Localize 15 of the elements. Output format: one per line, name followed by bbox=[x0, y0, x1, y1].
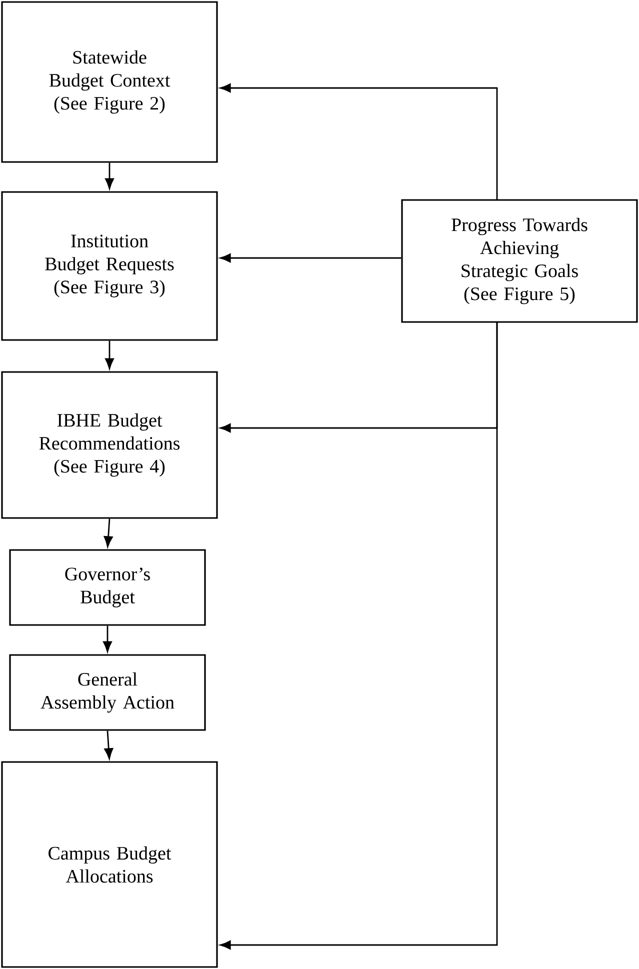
process-box: Campus Budget Allocations bbox=[1, 761, 218, 968]
arrow bbox=[104, 730, 114, 760]
arrow bbox=[220, 254, 402, 262]
process-box: Statewide Budget Context (See Figure 2) bbox=[1, 1, 218, 163]
process-box: General Assembly Action bbox=[9, 654, 206, 731]
arrow bbox=[105, 340, 114, 370]
process-box: Governor’s Budget bbox=[9, 549, 206, 626]
process-box: Institution Budget Requests (See Figure 3) bbox=[1, 191, 218, 341]
arrow bbox=[220, 322, 498, 950]
arrow bbox=[105, 162, 114, 190]
process-box: IBHE Budget Recommendations (See Figure 4) bbox=[1, 371, 218, 519]
process-box: Progress Towards Achieving Strategic Goals (See Figure 5) bbox=[401, 199, 638, 323]
arrow bbox=[103, 626, 112, 652]
arrow bbox=[104, 518, 113, 548]
arrow bbox=[220, 84, 498, 200]
